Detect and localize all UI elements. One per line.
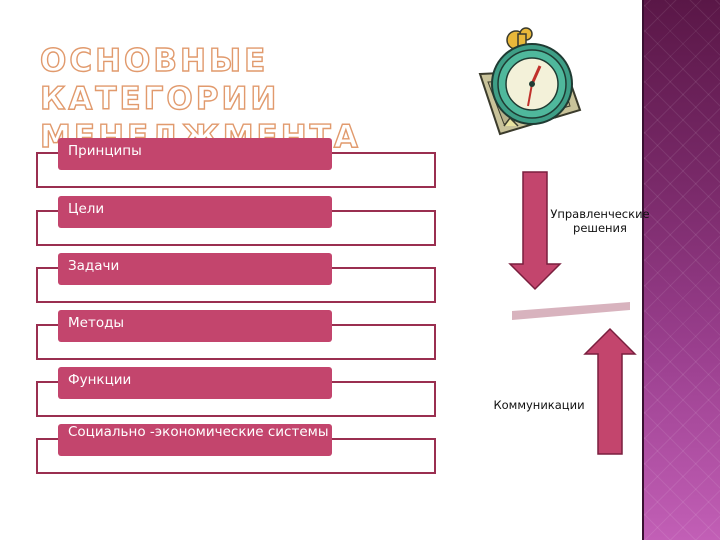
management-decisions-label: Управленческие решения	[550, 207, 650, 235]
alarm-clock-icon	[478, 27, 582, 136]
category-socio-economic-systems: Социально -экономические системы	[58, 424, 332, 456]
slide-title-line-1: Основные категории	[39, 42, 280, 117]
down-arrow	[508, 171, 562, 291]
category-principles: Принципы	[58, 138, 332, 170]
communications-label: Коммуникации	[493, 398, 585, 412]
category-methods: Методы	[58, 310, 332, 342]
decorative-side-band	[642, 0, 720, 540]
category-functions: Функции	[58, 367, 332, 399]
category-tasks: Задачи	[58, 253, 332, 285]
category-goals: Цели	[58, 196, 332, 228]
divider-line	[512, 302, 630, 320]
up-arrow	[583, 327, 637, 455]
